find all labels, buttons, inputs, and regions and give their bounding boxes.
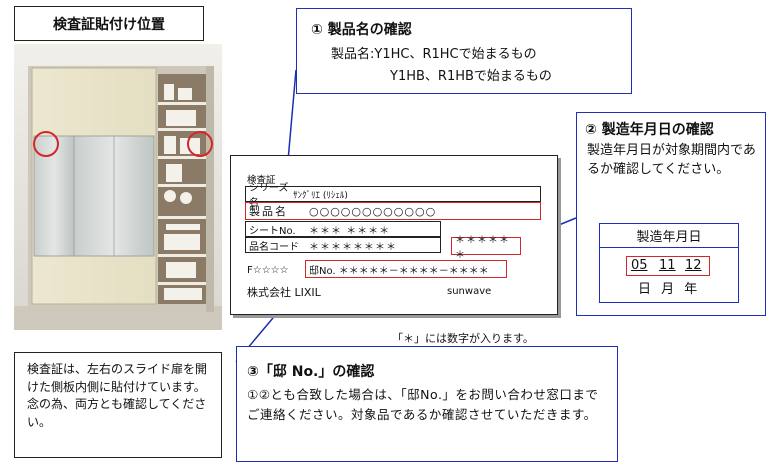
label-date-value: ＊＊＊＊＊＊ [451, 235, 521, 261]
inspection-label: 検査証 シリーズ名 ｻﾝｸﾞﾘｴ (ﾘｼｪﾙ) 製品名 ○○○○○○○○○○○○… [230, 155, 558, 315]
date-part-month: 11 [659, 258, 676, 273]
manufacture-date-heading: ② 製造年月日の確認 [585, 122, 714, 138]
product-name-box: ① 製品名の確認 製品名:Y1HC、R1HCで始まるもの Y1HB、R1HBで始… [296, 8, 632, 94]
date-part-year: 12 [685, 258, 702, 273]
label-date-stars: ＊＊＊＊＊＊ [455, 235, 510, 261]
label-tei-row: 邸No. ＊＊＊＊＊－＊＊＊＊－＊＊＊＊ [305, 260, 507, 278]
date-sample-header: 製造年月日 [600, 224, 738, 248]
manufacture-date-body: 製造年月日が対象期間内であるか確認してください。 [587, 143, 756, 177]
label-title: 検査証 [247, 175, 276, 186]
product-name-line-2: Y1HB、R1HBで始まるもの [390, 69, 552, 84]
label-brand: sunwave [447, 286, 492, 297]
product-name-heading: ① 製品名の確認 [311, 22, 412, 38]
label-code-label: 品名コード [249, 241, 299, 253]
label-code-value: ＊＊＊＊＊＊＊＊ [309, 241, 397, 253]
label-sheet-row: シートNo. ＊＊＊ ＊＊＊＊ [245, 221, 441, 237]
label-location-note: 検査証は、左右のスライド扉を開けた側板内側に貼付けています。念の為、両方とも確認… [27, 362, 208, 429]
label-code-row: 品名コード ＊＊＊＊＊＊＊＊ [245, 237, 441, 253]
date-units: 日 月 年 [638, 282, 698, 297]
asterisk-note: 「＊」には数字が入ります。 [392, 332, 534, 345]
date-part-day: 05 [631, 258, 648, 273]
label-product-value: ○○○○○○○○○○○○ [309, 204, 437, 218]
label-sheet-value: ＊＊＊ ＊＊＊＊ [309, 225, 391, 237]
page-title-box: 検査証貼付け位置 [14, 6, 204, 41]
label-sheet-label: シートNo. [249, 225, 296, 237]
product-name-line-1: 製品名:Y1HC、R1HCで始まるもの [331, 47, 537, 62]
page-title: 検査証貼付け位置 [53, 16, 165, 33]
date-sample-box: 製造年月日 05 11 12 日 月 年 [599, 223, 739, 303]
label-company: 株式会社 LIXIL [247, 286, 321, 299]
label-series-label: シリーズ名 [249, 183, 289, 209]
label-f-rating: F☆☆☆☆ [247, 265, 289, 276]
cabinet-photo [14, 44, 222, 330]
label-product-label: 製品名 [249, 205, 288, 218]
label-tei-value: 邸No. ＊＊＊＊＊－＊＊＊＊－＊＊＊＊ [309, 265, 489, 277]
tei-no-box: ③「邸 No.」の確認 ①②とも合致した場合は、「邸No.」をお問い合わせ窓口ま… [236, 346, 618, 462]
label-series-row: シリーズ名 ｻﾝｸﾞﾘｴ (ﾘｼｪﾙ) [245, 183, 541, 209]
manufacture-date-box: ② 製造年月日の確認 製造年月日が対象期間内であるか確認してください。 製造年月… [576, 112, 766, 316]
label-series-value: ｻﾝｸﾞﾘｴ (ﾘｼｪﾙ) [293, 190, 348, 201]
date-sample-value: 05 11 12 [626, 256, 710, 276]
tei-no-body: ①②とも合致した場合は、「邸No.」をお問い合わせ窓口までご連絡ください。対象品… [247, 387, 599, 422]
cabinet-illustration [14, 44, 222, 330]
label-product-row: 製品名 ○○○○○○○○○○○○ [245, 202, 541, 220]
label-location-note-box: 検査証は、左右のスライド扉を開けた側板内側に貼付けています。念の為、両方とも確認… [14, 352, 222, 458]
tei-no-heading: ③「邸 No.」の確認 [247, 364, 375, 380]
